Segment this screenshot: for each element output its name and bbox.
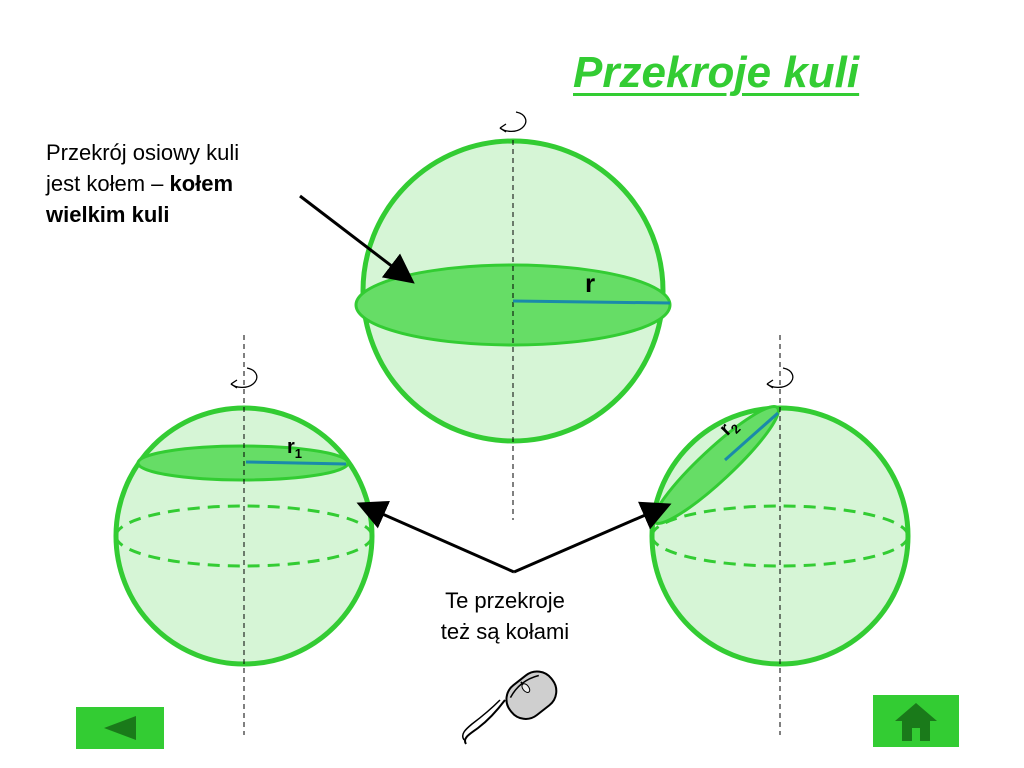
radius-r1 — [245, 460, 347, 466]
house-icon — [895, 703, 937, 741]
rotation-arrow-icon — [766, 367, 794, 389]
right-sphere: r2 — [649, 335, 911, 735]
description-line-2: jest kołem – — [46, 171, 170, 196]
left-small-section — [136, 444, 350, 482]
right-equator-front — [650, 535, 910, 568]
radius-r — [512, 299, 671, 305]
center-sphere: r — [354, 111, 672, 520]
left-equator-front — [114, 535, 374, 568]
arrow-to-right-section — [513, 501, 672, 574]
rotation-arrow-icon — [230, 367, 258, 389]
triangle-left-icon — [104, 716, 136, 740]
arrow-to-left-section — [356, 500, 515, 574]
previous-button[interactable] — [76, 707, 164, 749]
description-line-1: Przekrój osiowy kuli — [46, 140, 240, 165]
description-bold-2: wielkim kuli — [46, 202, 170, 227]
radius-r2 — [724, 411, 779, 462]
description-bold-1: kołem — [169, 171, 234, 196]
sections-note: Te przekroje też są kołami — [405, 585, 605, 647]
arrow-to-great-circle — [299, 194, 415, 284]
label-r: r — [585, 268, 595, 298]
description-text: Przekrój osiowy kuli jest kołem – kołem … — [46, 137, 326, 230]
home-button[interactable] — [873, 695, 959, 747]
page-title: Przekroje kuli — [573, 48, 860, 97]
note-line-1: Te przekroje — [445, 588, 565, 613]
label-r1: r1 — [287, 436, 302, 461]
note-line-2: też są kołami — [440, 619, 570, 644]
left-sphere: r1 — [113, 335, 375, 735]
mouse-icon[interactable] — [461, 664, 564, 745]
rotation-arrow-icon — [499, 111, 527, 133]
